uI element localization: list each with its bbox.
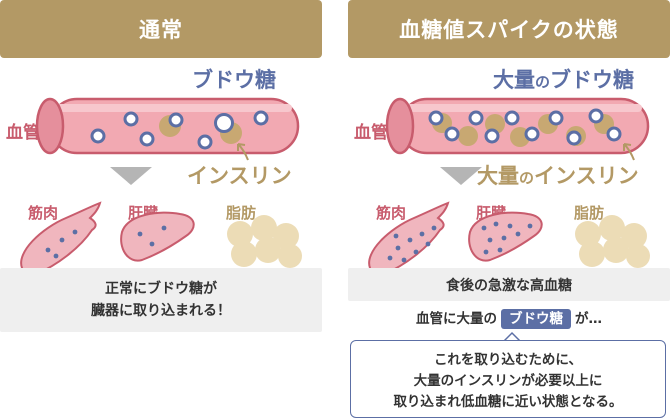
spike-liver-icon: [468, 211, 543, 262]
normal-vessel-label: 血管: [6, 123, 40, 143]
normal-muscle-label: 筋肉: [28, 204, 59, 222]
normal-glucose-label: ブドウ糖: [192, 68, 276, 92]
glucose-icon: [606, 126, 622, 142]
spike-glucose-main: ブドウ糖: [550, 68, 635, 92]
normal-insulin-pointer-arrow: [237, 143, 249, 161]
spike-insulin-prefix: 大量: [477, 164, 519, 188]
spike-down-arrow: [440, 167, 482, 185]
spike-glucose-particle: の: [535, 73, 551, 91]
glucose-icon: [588, 108, 604, 124]
spike-glucose-label: 大量のブドウ糖: [493, 64, 634, 94]
spike-callout-box: これを取り込むために、 大量のインスリンが必要以上に 取り込まれ低血糖に近い状態…: [350, 340, 666, 418]
glucose-icon: [197, 134, 213, 150]
glucose-icon: [566, 130, 582, 146]
spike-callout-line-1: これを取り込むために、: [433, 352, 583, 368]
spike-header: 血糖値スパイクの状態: [348, 0, 670, 58]
glucose-icon: [90, 128, 106, 144]
spike-sub-line: 血管に大量のブドウ糖が…: [348, 308, 670, 330]
normal-summary-line-2: 臓器に取り込まれる！: [91, 303, 231, 319]
normal-summary-line-1: 正常にブドウ糖が: [105, 281, 217, 297]
spike-fat-icon: [575, 215, 650, 268]
spike-summary-box: 食後の急激な高血糖: [348, 268, 670, 301]
spike-sub-prefix: 血管に大量の: [416, 311, 497, 327]
glucose-icon: [444, 126, 460, 142]
spike-insulin-main: インスリン: [534, 164, 639, 188]
glucose-icon: [214, 113, 234, 133]
spike-insulin-label: 大量のインスリン: [477, 160, 639, 190]
normal-insulin-label: インスリン: [187, 164, 292, 188]
glucose-icon: [168, 112, 184, 128]
spike-title: 血糖値スパイクの状態: [399, 18, 619, 42]
normal-muscle-icon: [20, 201, 102, 277]
normal-header: 通常: [0, 0, 322, 58]
spike-insulin-particle: の: [519, 169, 535, 187]
glucose-icon: [139, 131, 155, 147]
glucose-icon: [504, 110, 520, 126]
normal-down-arrow: [110, 167, 152, 185]
glucose-icon: [468, 110, 484, 126]
normal-title: 通常: [139, 18, 183, 42]
spike-summary-text: 食後の急激な高血糖: [446, 277, 572, 294]
normal-summary-box: 正常にブドウ糖が 臓器に取り込まれる！: [0, 268, 322, 332]
spike-callout-line-3: 取り込まれ低血糖に近い状態となる。: [393, 394, 623, 410]
glucose-icon: [123, 111, 139, 127]
normal-glucose-group: [90, 110, 269, 150]
spike-vessel-label: 血管: [354, 123, 388, 143]
spike-glucose-group: [428, 108, 622, 146]
normal-liver-icon: [120, 211, 195, 262]
glucose-icon: [484, 128, 500, 144]
spike-muscle-icon: [368, 201, 450, 277]
spike-sub-suffix: が…: [575, 311, 602, 327]
glucose-icon: [428, 110, 444, 126]
glucose-icon: [548, 110, 564, 126]
normal-fat-icon: [227, 215, 302, 268]
insulin-icon: [458, 126, 478, 146]
glucose-badge: ブドウ糖: [501, 309, 571, 329]
normal-fat-label: 脂肪: [226, 204, 257, 222]
glucose-icon: [253, 110, 269, 126]
spike-insulin-pointer-arrow: [623, 143, 635, 161]
spike-glucose-prefix: 大量: [493, 68, 535, 92]
spike-callout-line-2: 大量のインスリンが必要以上に: [413, 373, 603, 389]
spike-fat-label: 脂肪: [574, 204, 605, 222]
spike-muscle-label: 筋肉: [376, 204, 407, 222]
glucose-icon: [524, 126, 540, 142]
